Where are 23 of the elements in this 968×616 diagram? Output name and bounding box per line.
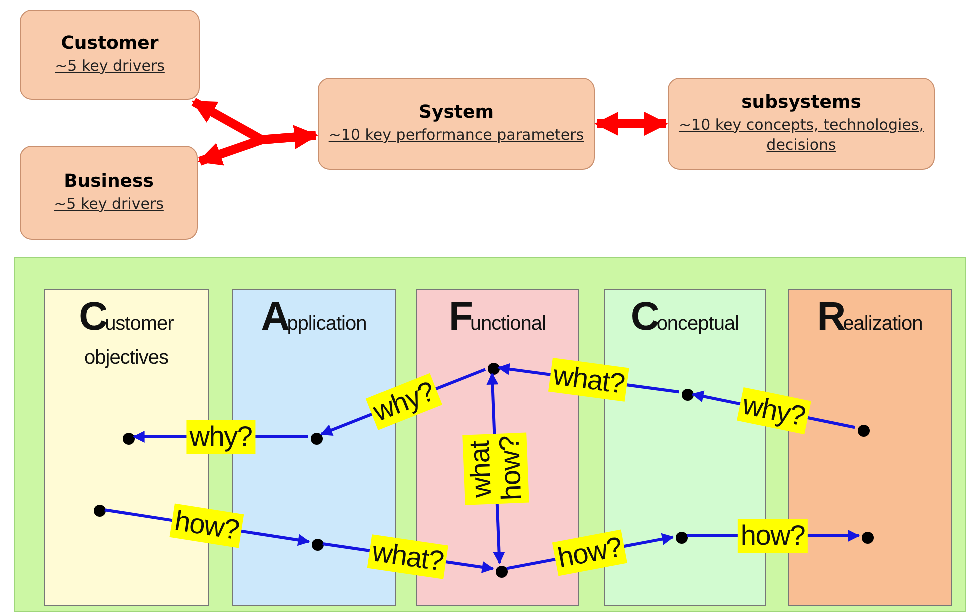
edge-label: how? xyxy=(738,519,808,553)
edge-label: what how? xyxy=(462,432,530,505)
box-subtext: ~10 key performance parameters xyxy=(328,124,584,146)
column-title: Conceptual xyxy=(630,300,740,341)
box-subtext: ~10 key concepts, technologies, decisions xyxy=(678,114,925,156)
process-box xyxy=(668,78,935,170)
column-title: Application xyxy=(260,300,368,341)
box-heading: subsystems xyxy=(742,92,862,115)
column-title: Functional xyxy=(448,300,547,341)
box-subtext: ~5 key drivers xyxy=(54,194,164,215)
edge-label: why? xyxy=(186,420,256,454)
arrow xyxy=(594,112,668,136)
process-box xyxy=(20,146,198,240)
panel-background xyxy=(14,257,966,612)
arrow xyxy=(198,125,318,166)
box-heading: Business xyxy=(64,171,154,194)
column-title: Customer objectives xyxy=(78,300,175,371)
process-box xyxy=(20,10,200,100)
box-heading: System xyxy=(419,102,494,125)
box-subtext: ~5 key drivers xyxy=(55,56,165,77)
process-box xyxy=(318,78,595,170)
box-heading: Customer xyxy=(61,33,159,56)
column-title: Realization xyxy=(816,300,924,341)
